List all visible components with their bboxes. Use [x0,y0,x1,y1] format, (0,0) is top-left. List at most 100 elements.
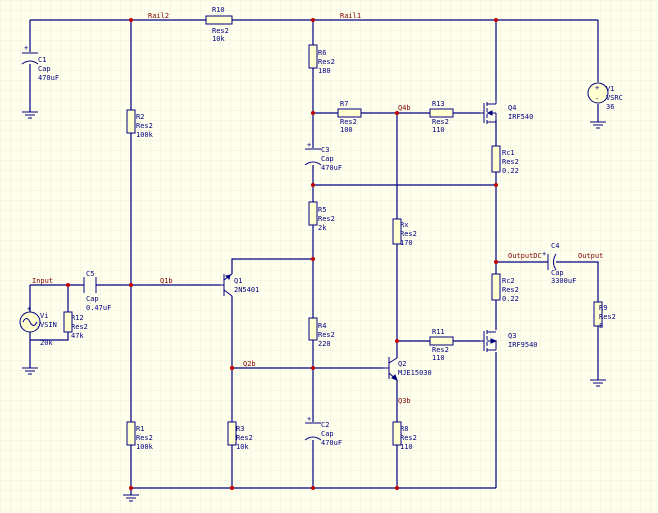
svg-text:10k: 10k [212,35,225,43]
resistor-r9[interactable] [593,301,603,327]
svg-text:+: + [24,44,28,52]
svg-text:R10: R10 [212,6,225,14]
svg-text:0.22: 0.22 [502,295,519,303]
svg-text:Q1: Q1 [234,277,242,285]
ground-c1 [22,111,38,119]
svg-text:Res2: Res2 [136,434,153,442]
svg-text:R13: R13 [432,100,445,108]
resistor-r10[interactable] [205,15,233,25]
svg-text:Q2: Q2 [398,360,406,368]
junctions [66,18,498,490]
resistor-r7[interactable] [337,108,362,118]
resistor-rc1[interactable] [491,145,501,173]
net-label-rail2: Rail2 [148,12,169,20]
svg-text:170: 170 [400,239,413,247]
svg-text:C5: C5 [86,270,94,278]
svg-text:Vi: Vi [40,312,48,320]
voltage-source-v1[interactable]: + - [587,82,609,104]
svg-text:R8: R8 [400,425,408,433]
capacitor-c1[interactable]: + [21,44,39,65]
svg-text:Res2: Res2 [318,215,335,223]
svg-text:100: 100 [340,126,353,134]
svg-text:R2: R2 [136,113,144,121]
svg-text:470uF: 470uF [38,74,59,82]
svg-text:0.22: 0.22 [502,167,519,175]
svg-text:+: + [27,305,31,313]
resistor-r12[interactable] [63,311,73,333]
resistor-r11[interactable] [429,336,454,346]
resistor-r2[interactable] [126,109,136,134]
svg-text:R3: R3 [236,425,244,433]
ground-vi [22,367,38,375]
svg-text:110: 110 [432,126,445,134]
capacitor-c3[interactable]: + [304,141,322,166]
resistor-r6[interactable] [308,44,318,69]
svg-text:Res2: Res2 [432,346,449,354]
svg-text:47k: 47k [71,332,84,340]
resistor-r4[interactable] [308,317,318,341]
capacitor-c4[interactable]: + [542,250,557,271]
svg-text:R4: R4 [318,322,326,330]
svg-text:180: 180 [318,67,331,75]
mosfet-q4[interactable] [480,100,497,124]
svg-text:MJE15030: MJE15030 [398,369,432,377]
resistor-rc2[interactable] [491,273,501,301]
svg-text:470uF: 470uF [321,439,342,447]
svg-text:V1: V1 [606,85,614,93]
svg-text:VSIN: VSIN [40,321,57,329]
svg-text:Rc2: Rc2 [502,277,515,285]
resistor-rx[interactable] [392,218,402,245]
svg-text:110: 110 [400,443,413,451]
resistor-r5[interactable] [308,201,318,226]
svg-text:Cap: Cap [38,65,51,73]
svg-text:Res2: Res2 [340,118,357,126]
svg-text:VSRC: VSRC [606,94,623,102]
svg-text:100k: 100k [136,131,154,139]
sine-source-vi[interactable]: + [19,305,41,333]
resistor-r3[interactable] [227,421,237,446]
net-label-q2b: Q2b [243,360,256,368]
svg-text:+: + [307,141,311,149]
svg-text:Rc1: Rc1 [502,149,515,157]
svg-text:+: + [542,250,546,258]
resistor-r13[interactable] [429,108,454,118]
ground-v1 [590,121,606,129]
svg-text:2N5401: 2N5401 [234,286,259,294]
svg-text:Res2: Res2 [432,118,449,126]
svg-text:C1: C1 [38,56,46,64]
capacitor-c2[interactable]: + [304,415,322,441]
resistor-r8[interactable] [392,421,402,446]
svg-text:Res2: Res2 [502,158,519,166]
svg-text:Rx: Rx [400,221,408,229]
resistor-r1[interactable] [126,421,136,446]
svg-text:-: - [595,95,599,103]
capacitor-c5[interactable] [83,277,97,293]
net-label-output: Output [578,252,603,260]
svg-text:3300uF: 3300uF [551,277,576,285]
mosfet-q3[interactable] [480,330,498,352]
svg-text:20k: 20k [40,339,53,347]
transistor-q1[interactable] [220,273,233,297]
svg-text:R7: R7 [340,100,348,108]
transistor-q2[interactable] [383,357,398,381]
net-label-rail1: Rail1 [340,12,361,20]
svg-text:Q3: Q3 [508,332,516,340]
net-label-q1b: Q1b [160,277,173,285]
